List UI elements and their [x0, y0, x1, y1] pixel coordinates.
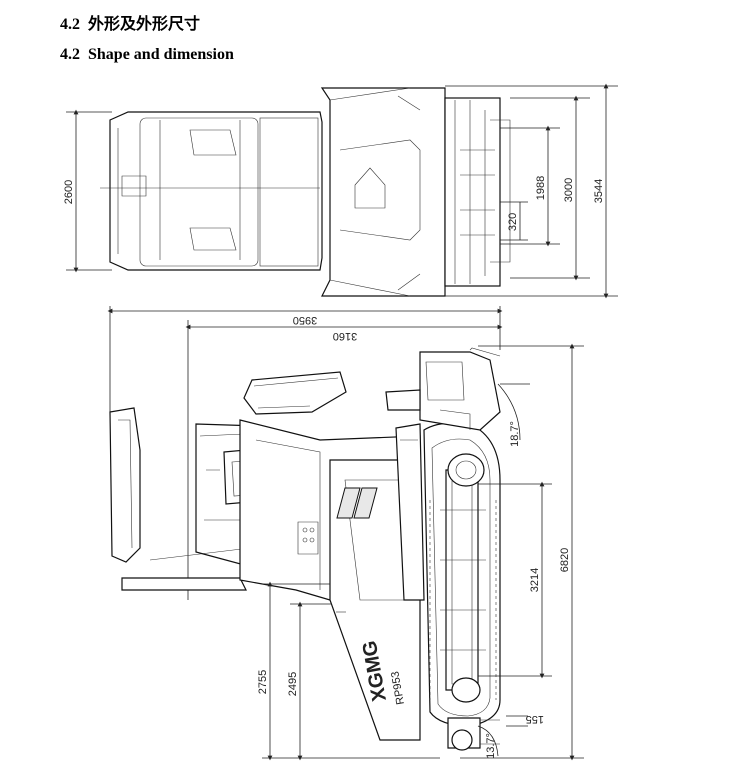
dim-6820: 6820	[559, 548, 571, 572]
dim-155: 155	[526, 713, 544, 725]
side-view: 3950 3160 XGMG RP953	[107, 306, 584, 761]
section-heading-chinese: 4.2 外形及外形尺寸	[60, 10, 200, 34]
dim-3000: 3000	[563, 178, 575, 202]
dim-2495: 2495	[287, 672, 299, 696]
dim-angle-18-7: 18.7°	[509, 421, 521, 447]
model-logo-text: RP953	[389, 670, 407, 705]
section-number-en: 4.2	[60, 46, 80, 63]
section-number: 4.2	[60, 16, 80, 33]
dim-2755: 2755	[257, 670, 269, 694]
dim-1988: 1988	[535, 176, 547, 200]
dim-3544: 3544	[593, 179, 605, 203]
section-heading-english: 4.2 Shape and dimension	[60, 46, 234, 64]
section-title-english: Shape and dimension	[88, 46, 234, 63]
dim-3160: 3160	[333, 330, 357, 342]
dim-320: 320	[507, 213, 519, 231]
top-view: 2600 1988 3000 3544 320	[63, 83, 618, 299]
dim-3950: 3950	[293, 314, 317, 326]
dim-2600: 2600	[63, 180, 75, 204]
dim-3214: 3214	[529, 568, 541, 592]
section-title-chinese: 外形及外形尺寸	[88, 16, 201, 33]
dim-angle-13-7: 13.7°	[485, 733, 497, 759]
